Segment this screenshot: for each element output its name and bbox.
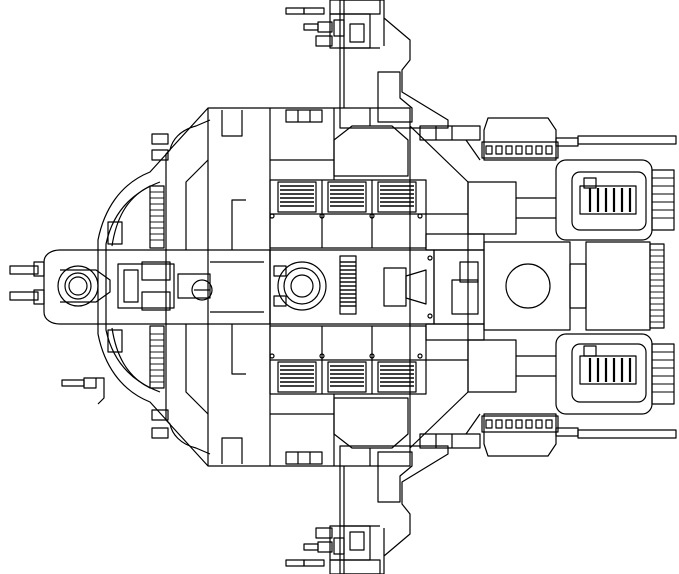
lower-engine-nacelle [419,333,677,457]
vent-bays-bottom [269,325,427,395]
hull-struts [269,139,485,435]
vent-bays-top [269,179,427,249]
bottom-cannon-wing [285,445,449,574]
nose-section [61,119,211,455]
main-hull [165,107,469,467]
central-spine [9,249,485,325]
top-cannon-wing [285,0,449,129]
upper-engine-nacelle [419,117,677,241]
rear-engine-core [483,241,665,331]
